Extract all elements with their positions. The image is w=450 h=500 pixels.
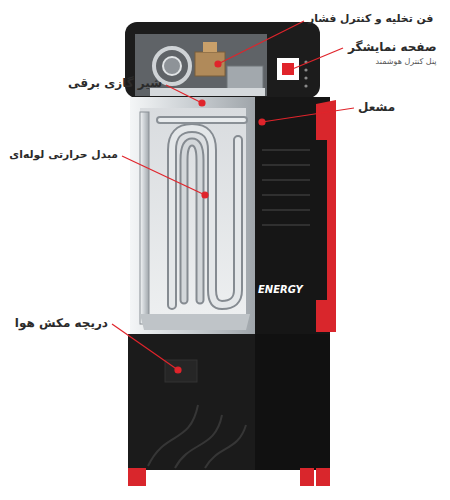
part-label: فن تخلیه و کنترل فشار bbox=[308, 12, 433, 25]
boiler-head bbox=[227, 66, 263, 90]
boiler-head bbox=[277, 58, 299, 80]
brand-logo: ENERGY bbox=[258, 284, 303, 297]
leader-lines bbox=[290, 48, 343, 70]
boiler-base bbox=[255, 334, 330, 470]
boiler-head bbox=[304, 84, 307, 87]
boiler-head bbox=[203, 42, 217, 52]
boiler-base bbox=[128, 314, 330, 486]
boiler-body bbox=[262, 179, 310, 181]
boiler-body bbox=[262, 164, 310, 166]
heat-exchanger bbox=[172, 128, 238, 305]
boiler-base bbox=[140, 314, 250, 330]
boiler-base bbox=[165, 360, 197, 382]
boiler-body bbox=[130, 97, 255, 335]
boiler-body bbox=[316, 100, 336, 332]
leader-lines bbox=[218, 21, 304, 64]
boiler-body bbox=[262, 209, 310, 211]
boiler-base bbox=[128, 468, 146, 486]
boiler-head bbox=[163, 57, 181, 75]
part-sublabel: پنل کنترل هوشمند bbox=[376, 57, 437, 67]
boiler-body bbox=[262, 224, 310, 226]
boiler-head bbox=[150, 88, 265, 96]
leader-lines bbox=[215, 61, 221, 67]
part-label: صفحه نمایشگر bbox=[348, 40, 437, 55]
boiler-head bbox=[304, 68, 307, 71]
leader-lines bbox=[112, 21, 354, 373]
heat-exchanger bbox=[172, 128, 238, 305]
leader-lines bbox=[122, 156, 205, 195]
leader-lines bbox=[262, 108, 354, 122]
heat-exchanger bbox=[184, 142, 200, 300]
boiler-head bbox=[195, 52, 225, 76]
boiler-base bbox=[128, 334, 330, 470]
heat-exchanger bbox=[160, 120, 244, 305]
boiler-base bbox=[316, 468, 330, 486]
part-label: مبدل حرارتی لوله‌ای bbox=[9, 148, 118, 161]
leader-lines bbox=[199, 100, 205, 106]
boiler-base bbox=[175, 415, 222, 468]
heat-exchanger bbox=[160, 118, 244, 122]
heat-exchanger bbox=[160, 116, 244, 124]
leader-lines bbox=[166, 85, 202, 103]
leader-lines bbox=[202, 192, 208, 198]
boiler-body bbox=[262, 194, 310, 196]
boiler-body bbox=[140, 108, 246, 326]
boiler-body bbox=[130, 97, 336, 335]
part-label: مشعل bbox=[358, 100, 395, 115]
boiler-head bbox=[282, 63, 294, 75]
boiler-base bbox=[148, 405, 198, 466]
part-label: شیر گازی برقی bbox=[68, 76, 162, 91]
heat-exchanger bbox=[184, 142, 200, 300]
boiler-body bbox=[316, 140, 327, 300]
boiler-base bbox=[205, 425, 246, 468]
leader-lines bbox=[287, 67, 293, 73]
boiler-base bbox=[300, 468, 314, 486]
boiler-body bbox=[140, 112, 149, 324]
leader-lines bbox=[259, 119, 265, 125]
leader-lines bbox=[175, 367, 181, 373]
part-label: دریچه مکش هوا bbox=[15, 316, 108, 331]
leader-lines bbox=[112, 324, 178, 370]
boiler-head bbox=[304, 76, 307, 79]
boiler-body bbox=[262, 149, 310, 151]
